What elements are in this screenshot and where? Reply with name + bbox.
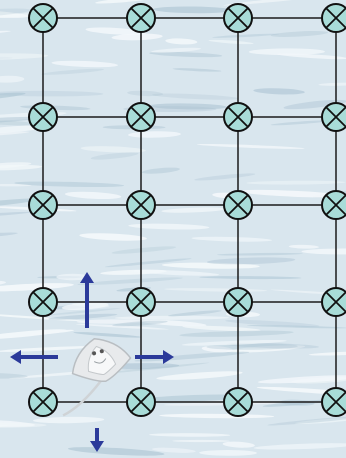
crossed-circle-icon[interactable] — [224, 4, 252, 32]
crossed-circle-icon[interactable] — [127, 191, 155, 219]
arrow-left-icon[interactable] — [10, 350, 58, 364]
crossed-circle-icon[interactable] — [29, 191, 57, 219]
crossed-circle-icon[interactable] — [322, 191, 346, 219]
crossed-circle-icon[interactable] — [29, 103, 57, 131]
crossed-circle-icon[interactable] — [127, 288, 155, 316]
crossed-circle-icon[interactable] — [322, 4, 346, 32]
crossed-circle-icon[interactable] — [224, 388, 252, 416]
grid-nodes — [29, 4, 346, 416]
arrow-up-icon[interactable] — [80, 272, 94, 328]
crossed-circle-icon[interactable] — [29, 388, 57, 416]
crossed-circle-icon[interactable] — [29, 4, 57, 32]
crossed-circle-icon[interactable] — [224, 288, 252, 316]
crossed-circle-icon[interactable] — [224, 191, 252, 219]
crossed-circle-icon[interactable] — [322, 103, 346, 131]
crossed-circle-icon[interactable] — [224, 103, 252, 131]
crossed-circle-icon[interactable] — [127, 103, 155, 131]
crossed-circle-icon[interactable] — [322, 388, 346, 416]
crossed-circle-icon[interactable] — [127, 388, 155, 416]
crossed-circle-icon[interactable] — [127, 4, 155, 32]
arrow-down-icon[interactable] — [90, 428, 104, 452]
crossed-circle-icon[interactable] — [29, 288, 57, 316]
crossed-circle-icon[interactable] — [322, 288, 346, 316]
